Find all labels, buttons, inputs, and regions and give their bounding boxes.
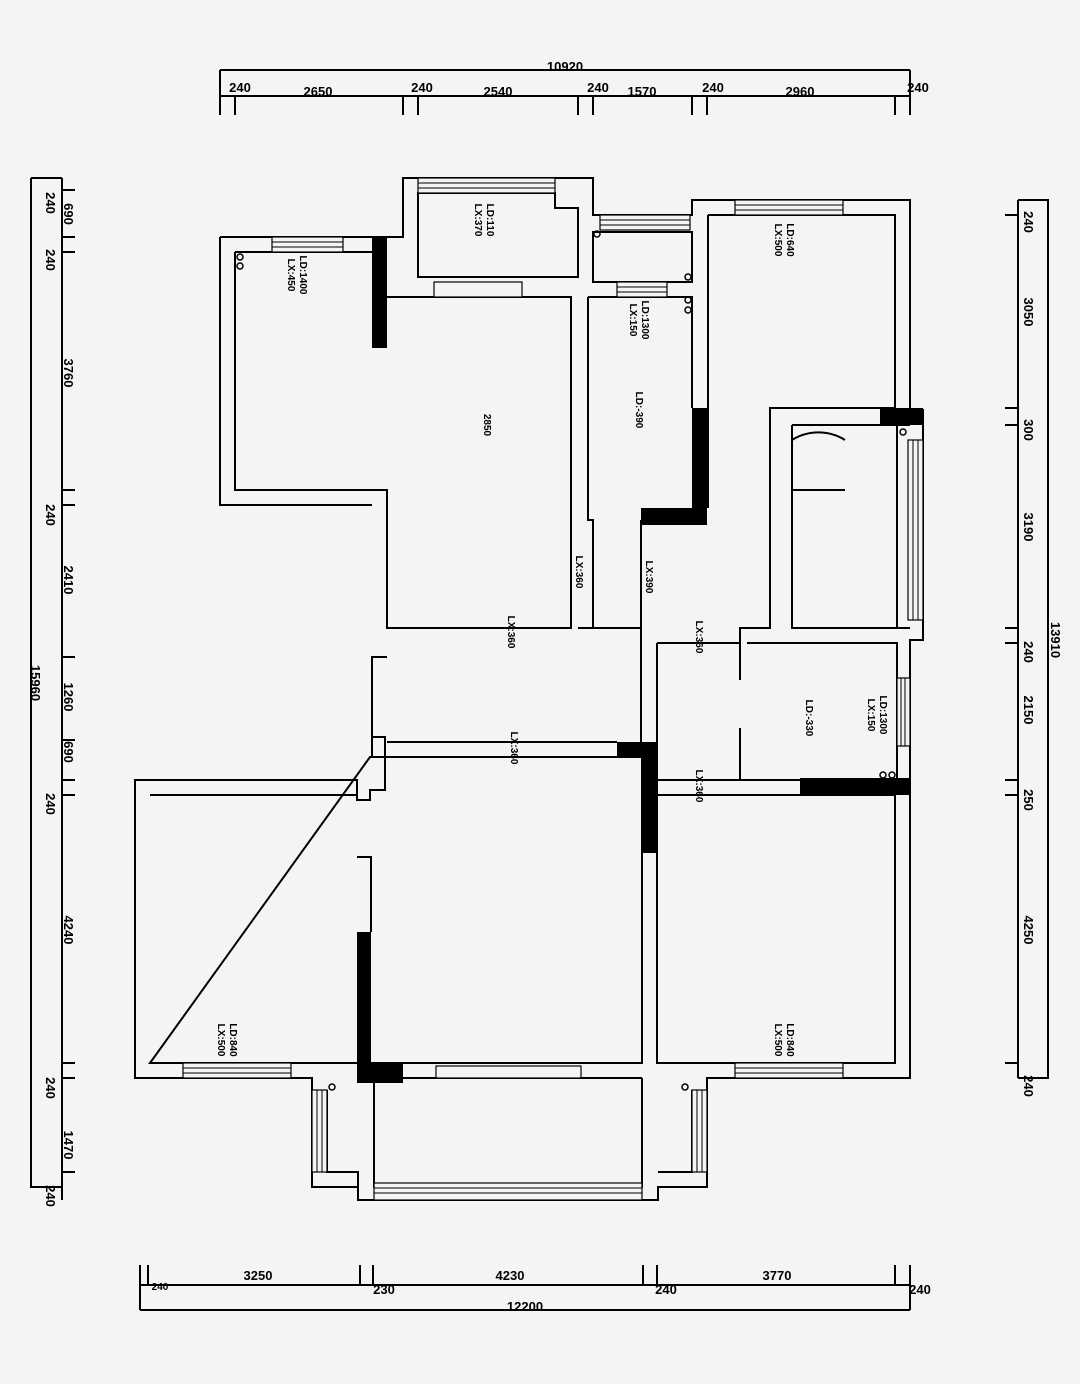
annotation: LX:150 — [627, 304, 638, 337]
dim-top: 240 — [907, 80, 929, 95]
dim-bottom: 240 — [655, 1282, 677, 1297]
annotation: LX:360 — [693, 770, 704, 803]
annotation: LX:500 — [772, 224, 783, 257]
annotation: LD:840 — [227, 1023, 238, 1057]
dim-top: 2540 — [484, 84, 513, 99]
dim-top: 2650 — [304, 84, 333, 99]
windows — [182, 177, 924, 1201]
dim-top: 2960 — [786, 84, 815, 99]
living — [148, 741, 643, 1064]
annotation: LX:500 — [772, 1024, 783, 1057]
corridor — [578, 296, 693, 1063]
kitchen — [417, 192, 579, 278]
top-dimension-labels: 10920 240 2650 240 2540 240 1570 240 296… — [229, 59, 929, 99]
bathroom — [791, 424, 910, 629]
dim-bottom: 230 — [373, 1282, 395, 1297]
dim-top: 1570 — [628, 84, 657, 99]
room-top-left — [234, 251, 572, 629]
right-dimension-labels: 13910 240 3050 300 3190 240 2150 250 425… — [1021, 211, 1063, 1097]
left-dimension-labels: 15960 240 690 240 3760 240 2410 1260 690… — [28, 192, 76, 1207]
balcony — [326, 1077, 693, 1188]
dim-left: 240 — [43, 249, 58, 271]
annotation: LD:-390 — [633, 392, 644, 429]
dim-top: 240 — [702, 80, 724, 95]
dim-left-total: 15960 — [28, 665, 43, 701]
dim-bottom: 3770 — [763, 1268, 792, 1283]
annotation: LX:450 — [285, 259, 296, 292]
utility — [592, 231, 693, 283]
dim-left: 1470 — [61, 1131, 76, 1160]
dim-right: 4250 — [1021, 916, 1036, 945]
dim-left: 690 — [61, 203, 76, 225]
dim-right: 3190 — [1021, 513, 1036, 542]
annotation: LX:360 — [573, 556, 584, 589]
dim-right: 240 — [1021, 641, 1036, 663]
dim-left: 2410 — [61, 566, 76, 595]
bottom-dimension-lines — [139, 1265, 911, 1311]
annotation: LD:1300 — [639, 301, 650, 340]
dim-bottom-total: 12200 — [507, 1299, 543, 1314]
dim-left: 240 — [43, 192, 58, 214]
dim-top: 240 — [229, 80, 251, 95]
dim-right: 240 — [1021, 211, 1036, 233]
dim-left: 4240 — [61, 916, 76, 945]
annotation: LX:360 — [693, 621, 704, 654]
dim-top: 240 — [411, 80, 433, 95]
annotation: LD:1300 — [877, 696, 888, 735]
annotation: LX:150 — [865, 699, 876, 732]
outer-wall — [134, 177, 924, 1201]
dim-left: 240 — [43, 1185, 58, 1207]
dim-top-total: 10920 — [547, 59, 583, 74]
annotation: LX:360 — [508, 732, 519, 765]
annotation: LD:840 — [784, 1023, 795, 1057]
dim-right: 250 — [1021, 789, 1036, 811]
annotation: LX:370 — [472, 204, 483, 237]
dim-bottom: 3250 — [244, 1268, 273, 1283]
top-dimension-lines — [219, 69, 911, 115]
dim-right: 3050 — [1021, 298, 1036, 327]
dim-left: 240 — [43, 793, 58, 815]
walls — [134, 177, 924, 1201]
annotation: LD:640 — [784, 223, 795, 257]
annotation: LD:110 — [484, 204, 495, 237]
dim-bottom: 240 — [152, 1282, 169, 1293]
dim-right: 2150 — [1021, 696, 1036, 725]
annotation: LX:390 — [643, 561, 654, 594]
dim-left: 3760 — [61, 359, 76, 388]
dim-right-total: 13910 — [1048, 622, 1063, 658]
hall-right — [656, 642, 898, 1064]
pipe-icons — [236, 230, 907, 1091]
dim-left: 240 — [43, 504, 58, 526]
annotation: LD:-330 — [803, 700, 814, 737]
right-dimension-lines — [1005, 199, 1049, 1079]
dim-bottom: 4230 — [496, 1268, 525, 1283]
annotation: LX:500 — [215, 1024, 226, 1057]
dim-left: 1260 — [61, 683, 76, 712]
dim-top: 240 — [587, 80, 609, 95]
annotation: LD:1400 — [297, 256, 308, 295]
door-swing — [791, 431, 846, 491]
dim-right: 240 — [1021, 1075, 1036, 1097]
structural-columns — [357, 237, 923, 1083]
dim-bottom: 240 — [909, 1282, 931, 1297]
dim-left: 240 — [43, 1077, 58, 1099]
annotation: 2850 — [481, 414, 492, 437]
dim-right: 300 — [1021, 419, 1036, 441]
bedroom-right — [707, 214, 896, 680]
dim-left: 690 — [61, 741, 76, 763]
bottom-dimension-labels: 12200 240 3250 230 4230 240 3770 240 — [152, 1268, 931, 1314]
annotation: LX:360 — [505, 616, 516, 649]
left-dimension-lines — [30, 177, 75, 1200]
